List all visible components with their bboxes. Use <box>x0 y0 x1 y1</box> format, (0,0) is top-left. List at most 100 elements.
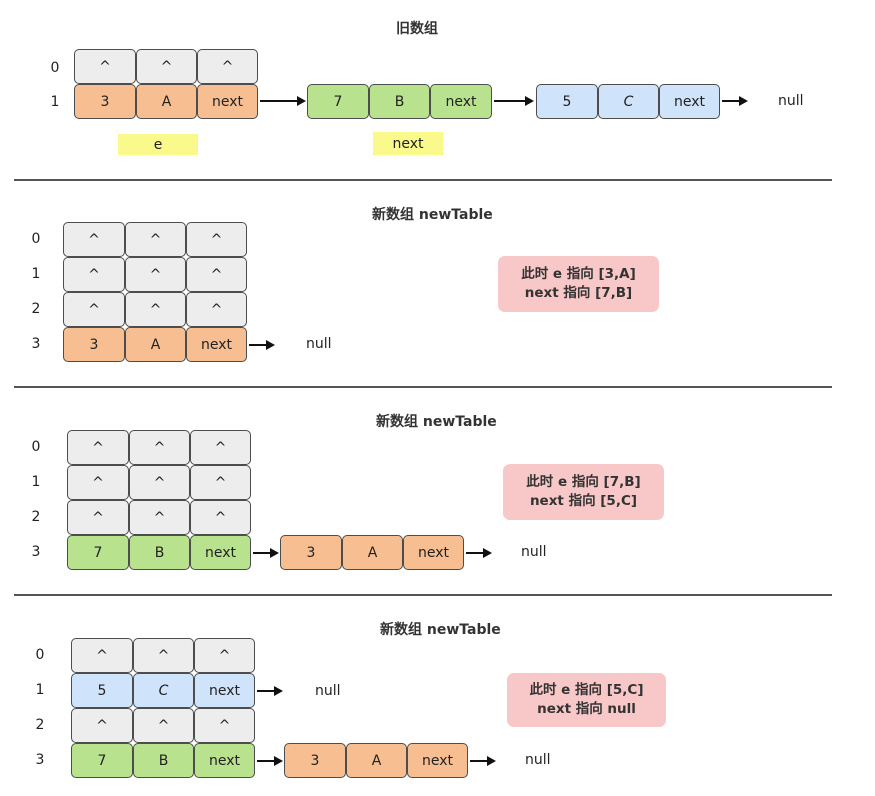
link-arrow <box>257 686 283 696</box>
array-cell: ^ <box>194 708 255 743</box>
array-cell: ^ <box>63 292 125 327</box>
pointer-e-label: e <box>118 134 198 155</box>
link-arrow <box>260 96 306 106</box>
section-divider <box>14 386 832 388</box>
index-label: 3 <box>31 544 41 560</box>
index-label: 3 <box>35 752 45 768</box>
array-cell: ^ <box>125 292 186 327</box>
link-arrow <box>466 548 492 558</box>
entry-value-cell: B <box>369 84 430 119</box>
index-label: 2 <box>31 509 41 525</box>
index-label: 1 <box>31 474 41 490</box>
new-table-title: 新数组 newTable <box>372 207 493 223</box>
array-cell: ^ <box>190 465 251 500</box>
entry-next-cell: next <box>190 535 251 570</box>
index-label: 1 <box>50 94 60 110</box>
entry-key-cell: 3 <box>63 327 125 362</box>
note-line: 此时 e 指向 [3,A] <box>521 266 636 282</box>
array-cell: ^ <box>67 465 129 500</box>
note-line: 此时 e 指向 [5,C] <box>529 682 644 698</box>
array-cell: ^ <box>186 257 247 292</box>
entry-value-cell: A <box>136 84 197 119</box>
link-arrow <box>722 96 748 106</box>
array-cell: ^ <box>63 257 125 292</box>
section-divider <box>14 594 832 596</box>
entry-value-cell: A <box>125 327 186 362</box>
section-divider <box>14 179 832 181</box>
link-arrow <box>249 340 275 350</box>
entry-next-cell: next <box>659 84 720 119</box>
array-cell: ^ <box>125 222 186 257</box>
new-table-title: 新数组 newTable <box>376 414 497 430</box>
entry-key-cell: 3 <box>280 535 342 570</box>
array-cell: ^ <box>63 222 125 257</box>
entry-value-cell: C <box>598 84 659 119</box>
old-array-title: 旧数组 <box>396 21 438 37</box>
pointer-next-label: next <box>373 132 443 155</box>
array-cell: ^ <box>129 500 190 535</box>
array-cell: ^ <box>129 465 190 500</box>
array-cell: ^ <box>136 49 197 84</box>
array-cell: ^ <box>74 49 136 84</box>
link-arrow <box>257 756 283 766</box>
array-cell: ^ <box>133 708 194 743</box>
array-cell: ^ <box>71 638 133 673</box>
array-cell: ^ <box>190 430 251 465</box>
index-label: 0 <box>50 60 60 76</box>
array-cell: ^ <box>190 500 251 535</box>
entry-key-cell: 7 <box>307 84 369 119</box>
null-label: null <box>306 336 332 352</box>
entry-value-cell: A <box>342 535 403 570</box>
entry-next-cell: next <box>197 84 258 119</box>
entry-key-cell: 5 <box>71 673 133 708</box>
entry-key-cell: 7 <box>71 743 133 778</box>
entry-key-cell: 5 <box>536 84 598 119</box>
entry-value-cell: C <box>133 673 194 708</box>
entry-next-cell: next <box>186 327 247 362</box>
array-cell: ^ <box>186 292 247 327</box>
entry-next-cell: next <box>194 673 255 708</box>
array-cell: ^ <box>129 430 190 465</box>
array-cell: ^ <box>133 638 194 673</box>
null-label: null <box>315 683 341 699</box>
array-cell: ^ <box>186 222 247 257</box>
array-cell: ^ <box>194 638 255 673</box>
new-table-title: 新数组 newTable <box>380 622 501 638</box>
entry-next-cell: next <box>430 84 492 119</box>
array-cell: ^ <box>71 708 133 743</box>
link-arrow <box>494 96 534 106</box>
null-label: null <box>521 544 547 560</box>
note-line: next 指向 null <box>537 701 636 717</box>
array-cell: ^ <box>125 257 186 292</box>
index-label: 1 <box>35 682 45 698</box>
array-cell: ^ <box>67 430 129 465</box>
state-note: 此时 e 指向 [7,B] next 指向 [5,C] <box>503 464 664 520</box>
entry-next-cell: next <box>403 535 464 570</box>
entry-next-cell: next <box>407 743 468 778</box>
index-label: 0 <box>31 439 41 455</box>
index-label: 0 <box>31 231 41 247</box>
entry-key-cell: 3 <box>284 743 346 778</box>
index-label: 1 <box>31 266 41 282</box>
note-line: next 指向 [5,C] <box>529 493 638 509</box>
entry-value-cell: B <box>129 535 190 570</box>
array-cell: ^ <box>67 500 129 535</box>
index-label: 3 <box>31 336 41 352</box>
index-label: 2 <box>31 301 41 317</box>
entry-value-cell: A <box>346 743 407 778</box>
entry-key-cell: 3 <box>74 84 136 119</box>
state-note: 此时 e 指向 [5,C] next 指向 null <box>507 673 666 727</box>
note-line: 此时 e 指向 [7,B] <box>526 474 641 490</box>
link-arrow <box>253 548 279 558</box>
index-label: 2 <box>35 717 45 733</box>
state-note: 此时 e 指向 [3,A] next 指向 [7,B] <box>498 256 659 312</box>
entry-value-cell: B <box>133 743 194 778</box>
note-line: next 指向 [7,B] <box>524 285 633 301</box>
null-label: null <box>525 752 551 768</box>
link-arrow <box>470 756 496 766</box>
null-label: null <box>778 93 804 109</box>
entry-key-cell: 7 <box>67 535 129 570</box>
array-cell: ^ <box>197 49 258 84</box>
index-label: 0 <box>35 647 45 663</box>
entry-next-cell: next <box>194 743 255 778</box>
